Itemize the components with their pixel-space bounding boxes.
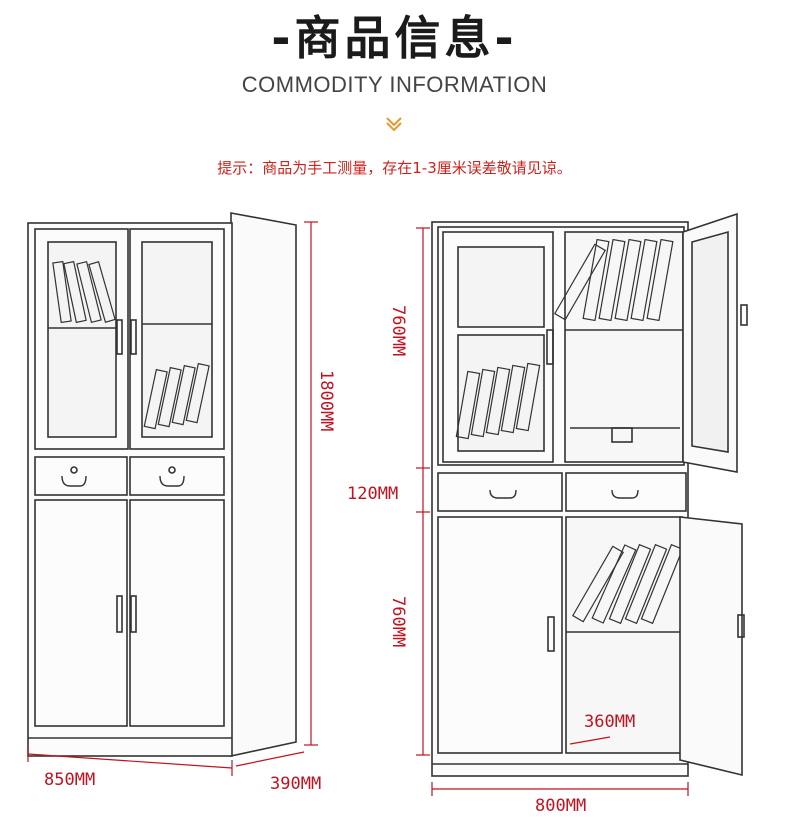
right-lower-height-label: 760MM bbox=[388, 596, 408, 648]
left-width-label: 850MM bbox=[44, 770, 96, 790]
right-drawer-height-label: 120MM bbox=[347, 484, 399, 504]
page-subtitle: COMMODITY INFORMATION bbox=[241, 72, 548, 97]
right-cabinet bbox=[431, 212, 748, 777]
left-height-label: 1800MM bbox=[316, 370, 336, 432]
page-title: -商品信息- bbox=[271, 11, 518, 65]
shelf-depth-label: 360MM bbox=[584, 712, 636, 732]
right-upper-height-label: 760MM bbox=[388, 305, 408, 357]
chevron-down-icon bbox=[386, 117, 402, 132]
left-cabinet bbox=[27, 212, 297, 757]
left-depth-label: 390MM bbox=[270, 774, 322, 794]
right-width-label: 800MM bbox=[535, 796, 587, 816]
measurement-note: 提示：商品为手工测量，存在1-3厘米误差敬请见谅。 bbox=[217, 159, 572, 177]
